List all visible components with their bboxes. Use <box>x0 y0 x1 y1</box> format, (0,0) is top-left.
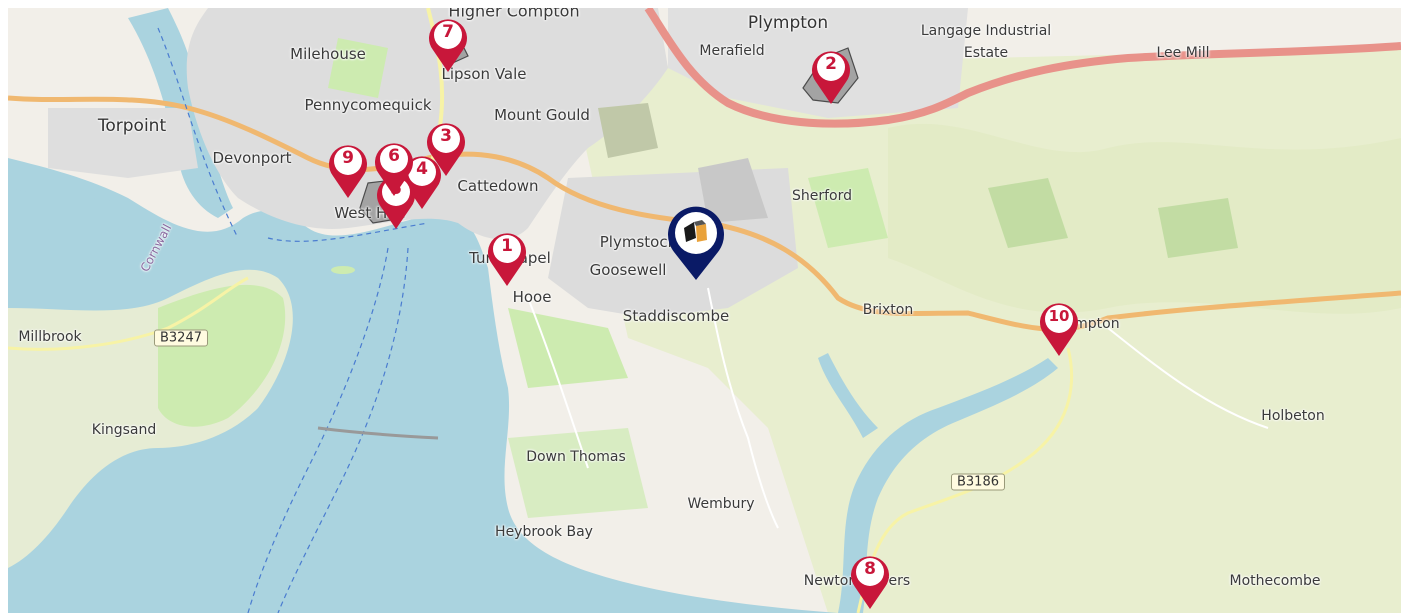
place-label-wembury: Wembury <box>687 496 755 512</box>
place-label-millbrook: Millbrook <box>18 329 82 345</box>
place-label-hooe: Hooe <box>512 288 552 306</box>
marker-number: 2 <box>825 54 837 74</box>
map-pin-icon <box>375 143 413 196</box>
place-label-brixton: Brixton <box>862 302 914 318</box>
map-base-layer <box>8 8 1401 613</box>
map-marker-3[interactable]: 3 <box>422 118 470 178</box>
marker-number: 7 <box>442 22 454 42</box>
place-label-kingsand: Kingsand <box>91 422 157 438</box>
road-label-b3186: B3186 <box>950 473 1006 491</box>
place-label-pennycomequick: Pennycomequick <box>304 96 432 114</box>
map-pin-icon <box>403 156 441 209</box>
marker-number: 8 <box>864 559 876 579</box>
place-label-lipson-vale: Lipson Vale <box>441 65 527 83</box>
place-label-higher-compton: Higher Compton <box>448 8 580 21</box>
map-marker-4[interactable]: 4 <box>398 151 446 211</box>
marker-number: 3 <box>440 126 452 146</box>
place-label-mount-gould: Mount Gould <box>494 106 590 124</box>
map-marker-10[interactable]: 10 <box>1035 298 1083 358</box>
map-pin-icon <box>429 19 467 72</box>
home-location-marker[interactable] <box>662 204 730 282</box>
road-label-b3247: B3247 <box>153 329 209 347</box>
marker-number: 6 <box>388 146 400 166</box>
place-label-milehouse: Milehouse <box>290 45 366 63</box>
map-pin-icon <box>427 123 465 176</box>
map-pin-icon <box>329 145 367 198</box>
place-label-torpoint: Torpoint <box>97 116 167 136</box>
map-marker-7[interactable]: 7 <box>424 14 472 74</box>
map-marker-1[interactable]: 1 <box>483 228 531 288</box>
place-label-mothecombe: Mothecombe <box>1229 573 1321 589</box>
place-label-sherford: Sherford <box>791 188 853 204</box>
place-label-devonport: Devonport <box>212 149 292 167</box>
place-label-plymstock: Plymstock <box>599 233 677 251</box>
map-pin-icon <box>1040 303 1078 356</box>
marker-number: 4 <box>416 159 428 179</box>
place-label-goosewell: Goosewell <box>589 261 667 279</box>
marker-number: 1 <box>501 236 513 256</box>
map-marker-6[interactable]: 6 <box>370 138 418 198</box>
home-location-icon <box>668 206 724 280</box>
place-label-heybrook-bay: Heybrook Bay <box>495 524 593 540</box>
map-view[interactable]: Higher Compton Plympton Langage Industri… <box>8 8 1401 613</box>
map-pin-icon <box>488 233 526 286</box>
marker-number: 10 <box>1048 307 1070 325</box>
map-pin-icon <box>851 556 889 609</box>
map-marker-8[interactable]: 8 <box>846 551 894 611</box>
place-label-down-thomas: Down Thomas <box>526 449 626 465</box>
place-label-plympton: Plympton <box>747 13 829 33</box>
place-label-staddiscombe: Staddiscombe <box>622 307 730 325</box>
map-marker-9[interactable]: 9 <box>324 140 372 200</box>
place-label-cattedown: Cattedown <box>457 177 539 195</box>
place-label-lee-mill: Lee Mill <box>1156 45 1210 61</box>
place-label-langage-1: Langage Industrial <box>920 23 1052 39</box>
map-marker-2[interactable]: 2 <box>807 46 855 106</box>
place-label-merafield: Merafield <box>699 43 765 59</box>
marker-number: 9 <box>342 148 354 168</box>
map-pin-icon <box>812 51 850 104</box>
place-label-langage-2: Estate <box>963 45 1009 61</box>
place-label-holbeton: Holbeton <box>1261 408 1325 424</box>
